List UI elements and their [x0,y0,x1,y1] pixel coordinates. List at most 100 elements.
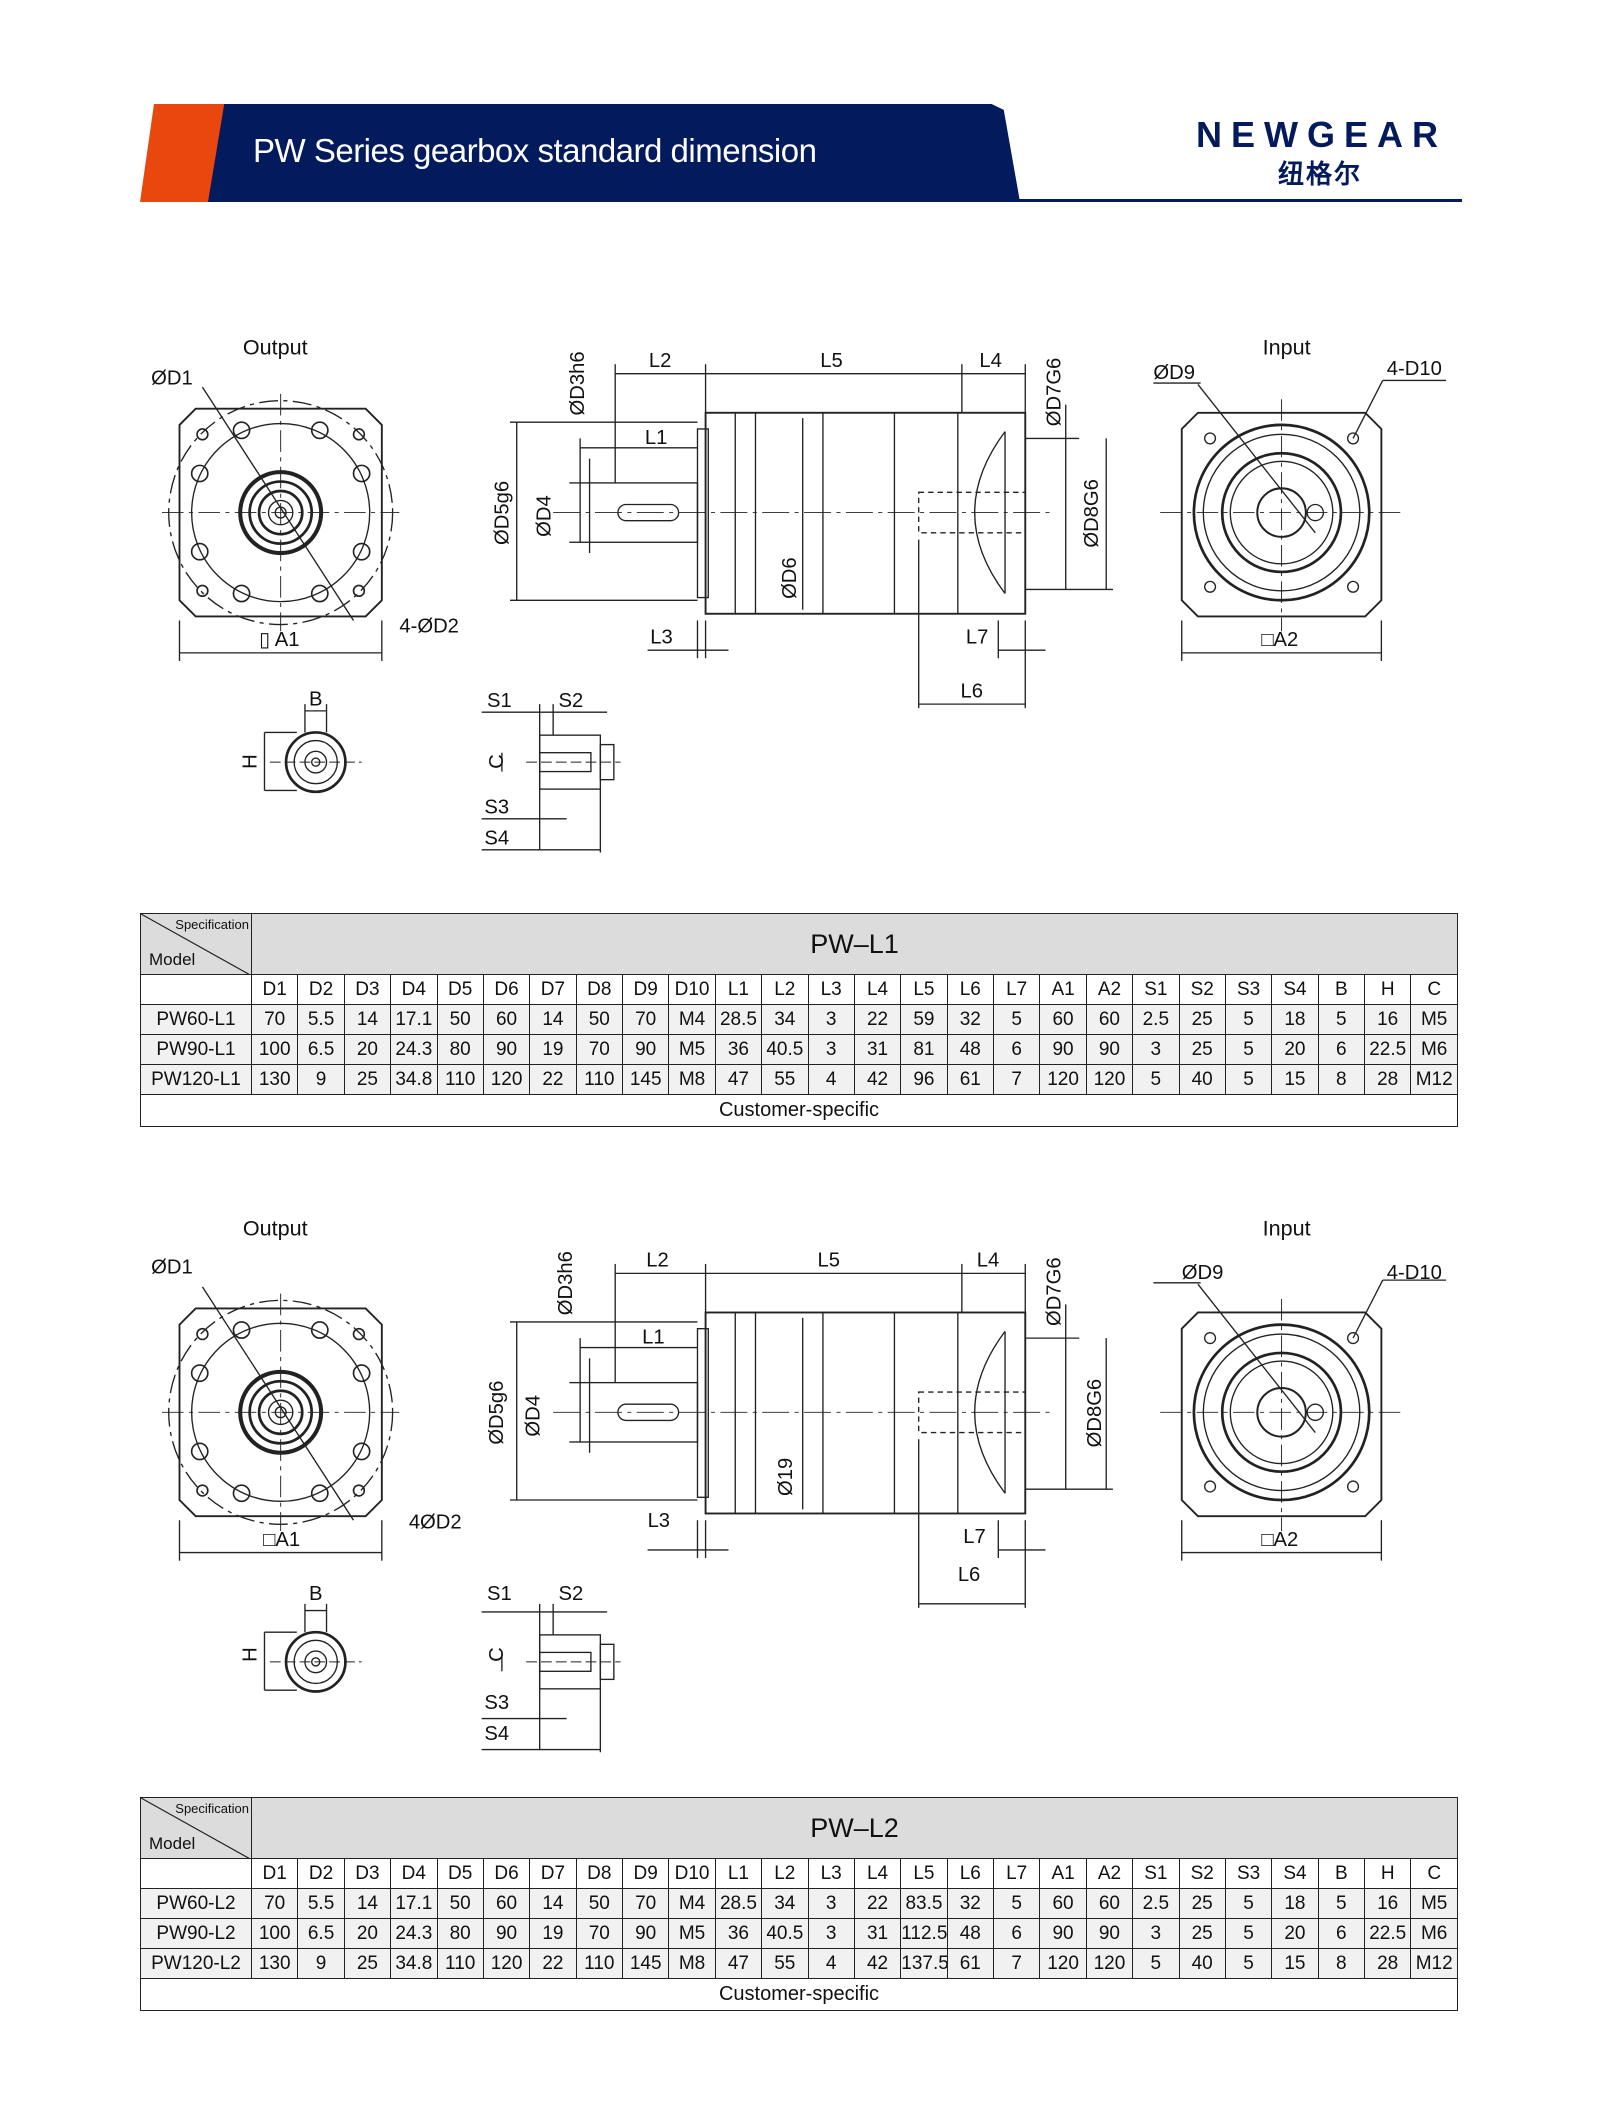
value-cell: 5 [1317,1888,1366,1919]
value-cell: 61 [946,1948,995,1979]
dim-s4: S4 [484,827,509,849]
value-cell: 59 [900,1004,948,1035]
column-header: D7 [529,974,577,1005]
column-header: B [1317,1858,1366,1889]
value-cell: 120 [1039,1064,1087,1095]
column-header: D5 [436,974,484,1005]
dim-d6: Ø19 [775,1458,797,1496]
dim-s2: S2 [559,690,584,712]
value-cell: M8 [668,1064,716,1095]
value-cell: 9 [297,1948,345,1979]
value-cell: 14 [343,1004,392,1035]
value-cell: 34.8 [390,1064,438,1095]
column-header: S3 [1224,1858,1273,1889]
column-header-empty [140,1858,252,1889]
column-header: C [1410,1858,1458,1889]
dim-l1: L1 [642,1327,665,1349]
value-cell: 17.1 [390,1004,438,1035]
value-cell: 5 [992,1004,1041,1035]
value-cell: 55 [761,1064,809,1095]
column-header: S1 [1132,1858,1180,1889]
value-cell: 40.5 [761,1034,809,1065]
value-cell: 60 [482,1004,531,1035]
value-cell: 2.5 [1132,1888,1180,1919]
dim-d8: ØD8G6 [1084,1379,1106,1448]
dim-s2: S2 [559,1583,584,1605]
column-header: L2 [761,1858,809,1889]
value-cell: 110 [436,1948,484,1979]
value-cell: 120 [1039,1948,1087,1979]
value-cell: 32 [946,1004,995,1035]
value-cell: 6.5 [297,1918,345,1949]
value-cell: 25 [1178,1034,1226,1065]
dim-s4: S4 [484,1723,509,1745]
value-cell: 18 [1271,1888,1319,1919]
value-cell: 8 [1317,1064,1366,1095]
value-cell: 5.5 [297,1888,345,1919]
value-cell: 14 [529,1888,577,1919]
column-header: S2 [1178,1858,1226,1889]
value-cell: 61 [946,1064,995,1095]
column-header: L1 [714,1858,763,1889]
value-cell: 50 [575,1004,624,1035]
value-cell: 70 [575,1918,624,1949]
value-cell: 8 [1317,1948,1366,1979]
dim-l7: L7 [963,1526,986,1548]
value-cell: M4 [668,1888,716,1919]
value-cell: 20 [1271,1034,1319,1065]
value-cell: 6.5 [297,1034,345,1065]
value-cell: 17.1 [390,1888,438,1919]
value-cell: 130 [250,1064,299,1095]
column-header: D9 [621,1858,670,1889]
drawing-l2-geometry [162,1264,1446,1752]
value-cell: 137.5 [900,1948,948,1979]
value-cell: 60 [482,1888,531,1919]
value-cell: 5 [1224,1888,1273,1919]
value-cell: 60 [1039,1888,1087,1919]
value-cell: 6 [992,1034,1041,1065]
column-header-empty [140,974,252,1005]
value-cell: 36 [714,1918,763,1949]
input-label: Input [1263,1216,1311,1241]
dim-d4: ØD4 [523,1395,545,1437]
dim-d10: 4-D10 [1387,358,1442,380]
input-label: Input [1263,335,1311,360]
value-cell: 5 [1224,1948,1273,1979]
value-cell: 15 [1271,1948,1319,1979]
column-header: D9 [621,974,670,1005]
value-cell: 40 [1178,1064,1226,1095]
dim-d5: ØD5g6 [486,1381,508,1445]
value-cell: 19 [529,1918,577,1949]
value-cell: 25 [1178,1918,1226,1949]
dim-d3: ØD3h6 [555,1251,577,1315]
value-cell: 22 [529,1948,577,1979]
value-cell: 3 [807,1888,855,1919]
value-cell: M6 [1410,1918,1458,1949]
value-cell: 18 [1271,1004,1319,1035]
column-header: A1 [1039,974,1087,1005]
value-cell: 3 [807,1034,855,1065]
value-cell: 90 [621,1918,670,1949]
value-cell: 50 [575,1888,624,1919]
dim-l7: L7 [966,626,989,648]
series-title: PW–L2 [251,1797,1458,1859]
value-cell: 16 [1363,1888,1412,1919]
dim-d1: ØD1 [151,1256,193,1278]
value-cell: 90 [621,1034,670,1065]
model-cell: PW120-L1 [140,1064,252,1095]
model-cell: PW60-L1 [140,1004,252,1035]
column-header: L7 [992,974,1041,1005]
value-cell: 22.5 [1363,1034,1412,1065]
column-header: D4 [390,974,438,1005]
value-cell: 36 [714,1034,763,1065]
column-header: D3 [343,974,392,1005]
value-cell: 22 [853,1888,902,1919]
value-cell: 48 [946,1918,995,1949]
brand-logo-cn: 纽格尔 [1278,159,1363,189]
column-header: D8 [575,1858,624,1889]
column-header: L3 [807,1858,855,1889]
